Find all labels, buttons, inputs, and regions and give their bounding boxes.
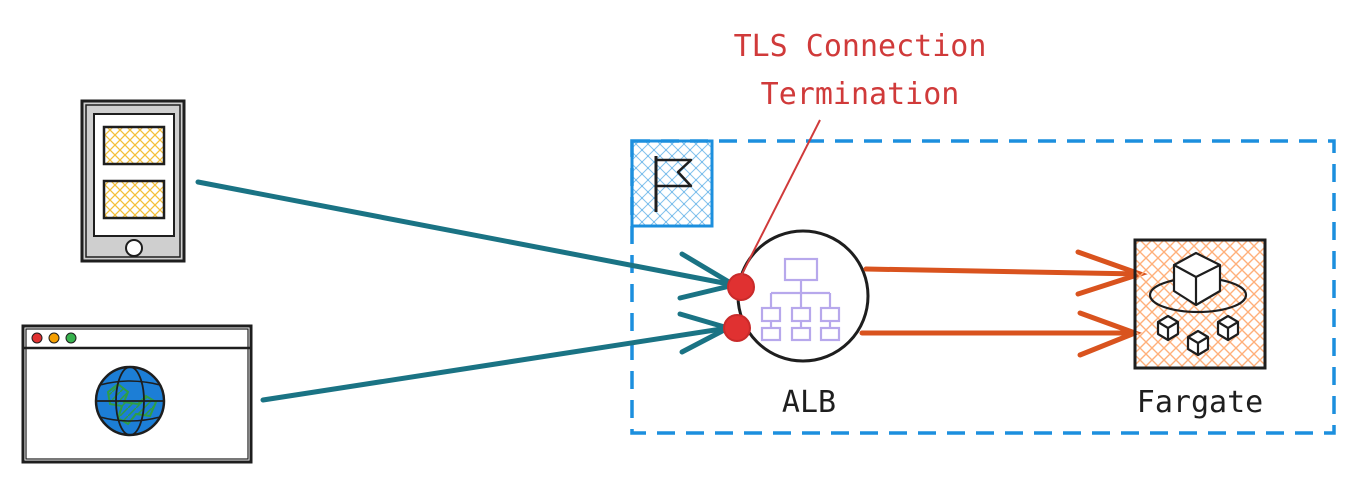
alb-label: ALB <box>782 385 836 420</box>
globe-icon <box>94 365 166 437</box>
tablet-to-alb-arrow <box>195 179 737 288</box>
annotation-line-2: Termination <box>761 77 960 112</box>
region-boundary <box>630 139 1336 435</box>
browser-minimize-dot <box>48 332 60 344</box>
tls-termination-point-bottom <box>723 314 751 342</box>
load-balancer-node[interactable] <box>736 229 870 363</box>
annotation-pointer-line <box>740 119 821 277</box>
browser-to-alb-arrow <box>260 325 731 403</box>
fargate-node[interactable] <box>1133 238 1267 370</box>
alb-to-fargate-arrow-top <box>863 266 1143 277</box>
region-flag-icon <box>630 139 714 228</box>
browser-window-icon[interactable] <box>21 324 253 464</box>
tablet-screen-block-bottom <box>102 179 166 220</box>
fargate-label: Fargate <box>1137 385 1263 420</box>
fargate-cubes-icon <box>1148 251 1248 357</box>
tls-termination-point-top <box>727 273 755 301</box>
tablet-device-icon[interactable] <box>80 99 186 263</box>
annotation-line-1: TLS Connection <box>734 29 987 64</box>
tablet-screen-block-top <box>102 125 166 166</box>
browser-close-dot <box>31 332 43 344</box>
browser-maximize-dot <box>65 332 77 344</box>
load-balancer-icon <box>760 257 841 342</box>
tablet-home-button <box>125 239 143 257</box>
target-connection-arrows <box>859 249 1148 358</box>
